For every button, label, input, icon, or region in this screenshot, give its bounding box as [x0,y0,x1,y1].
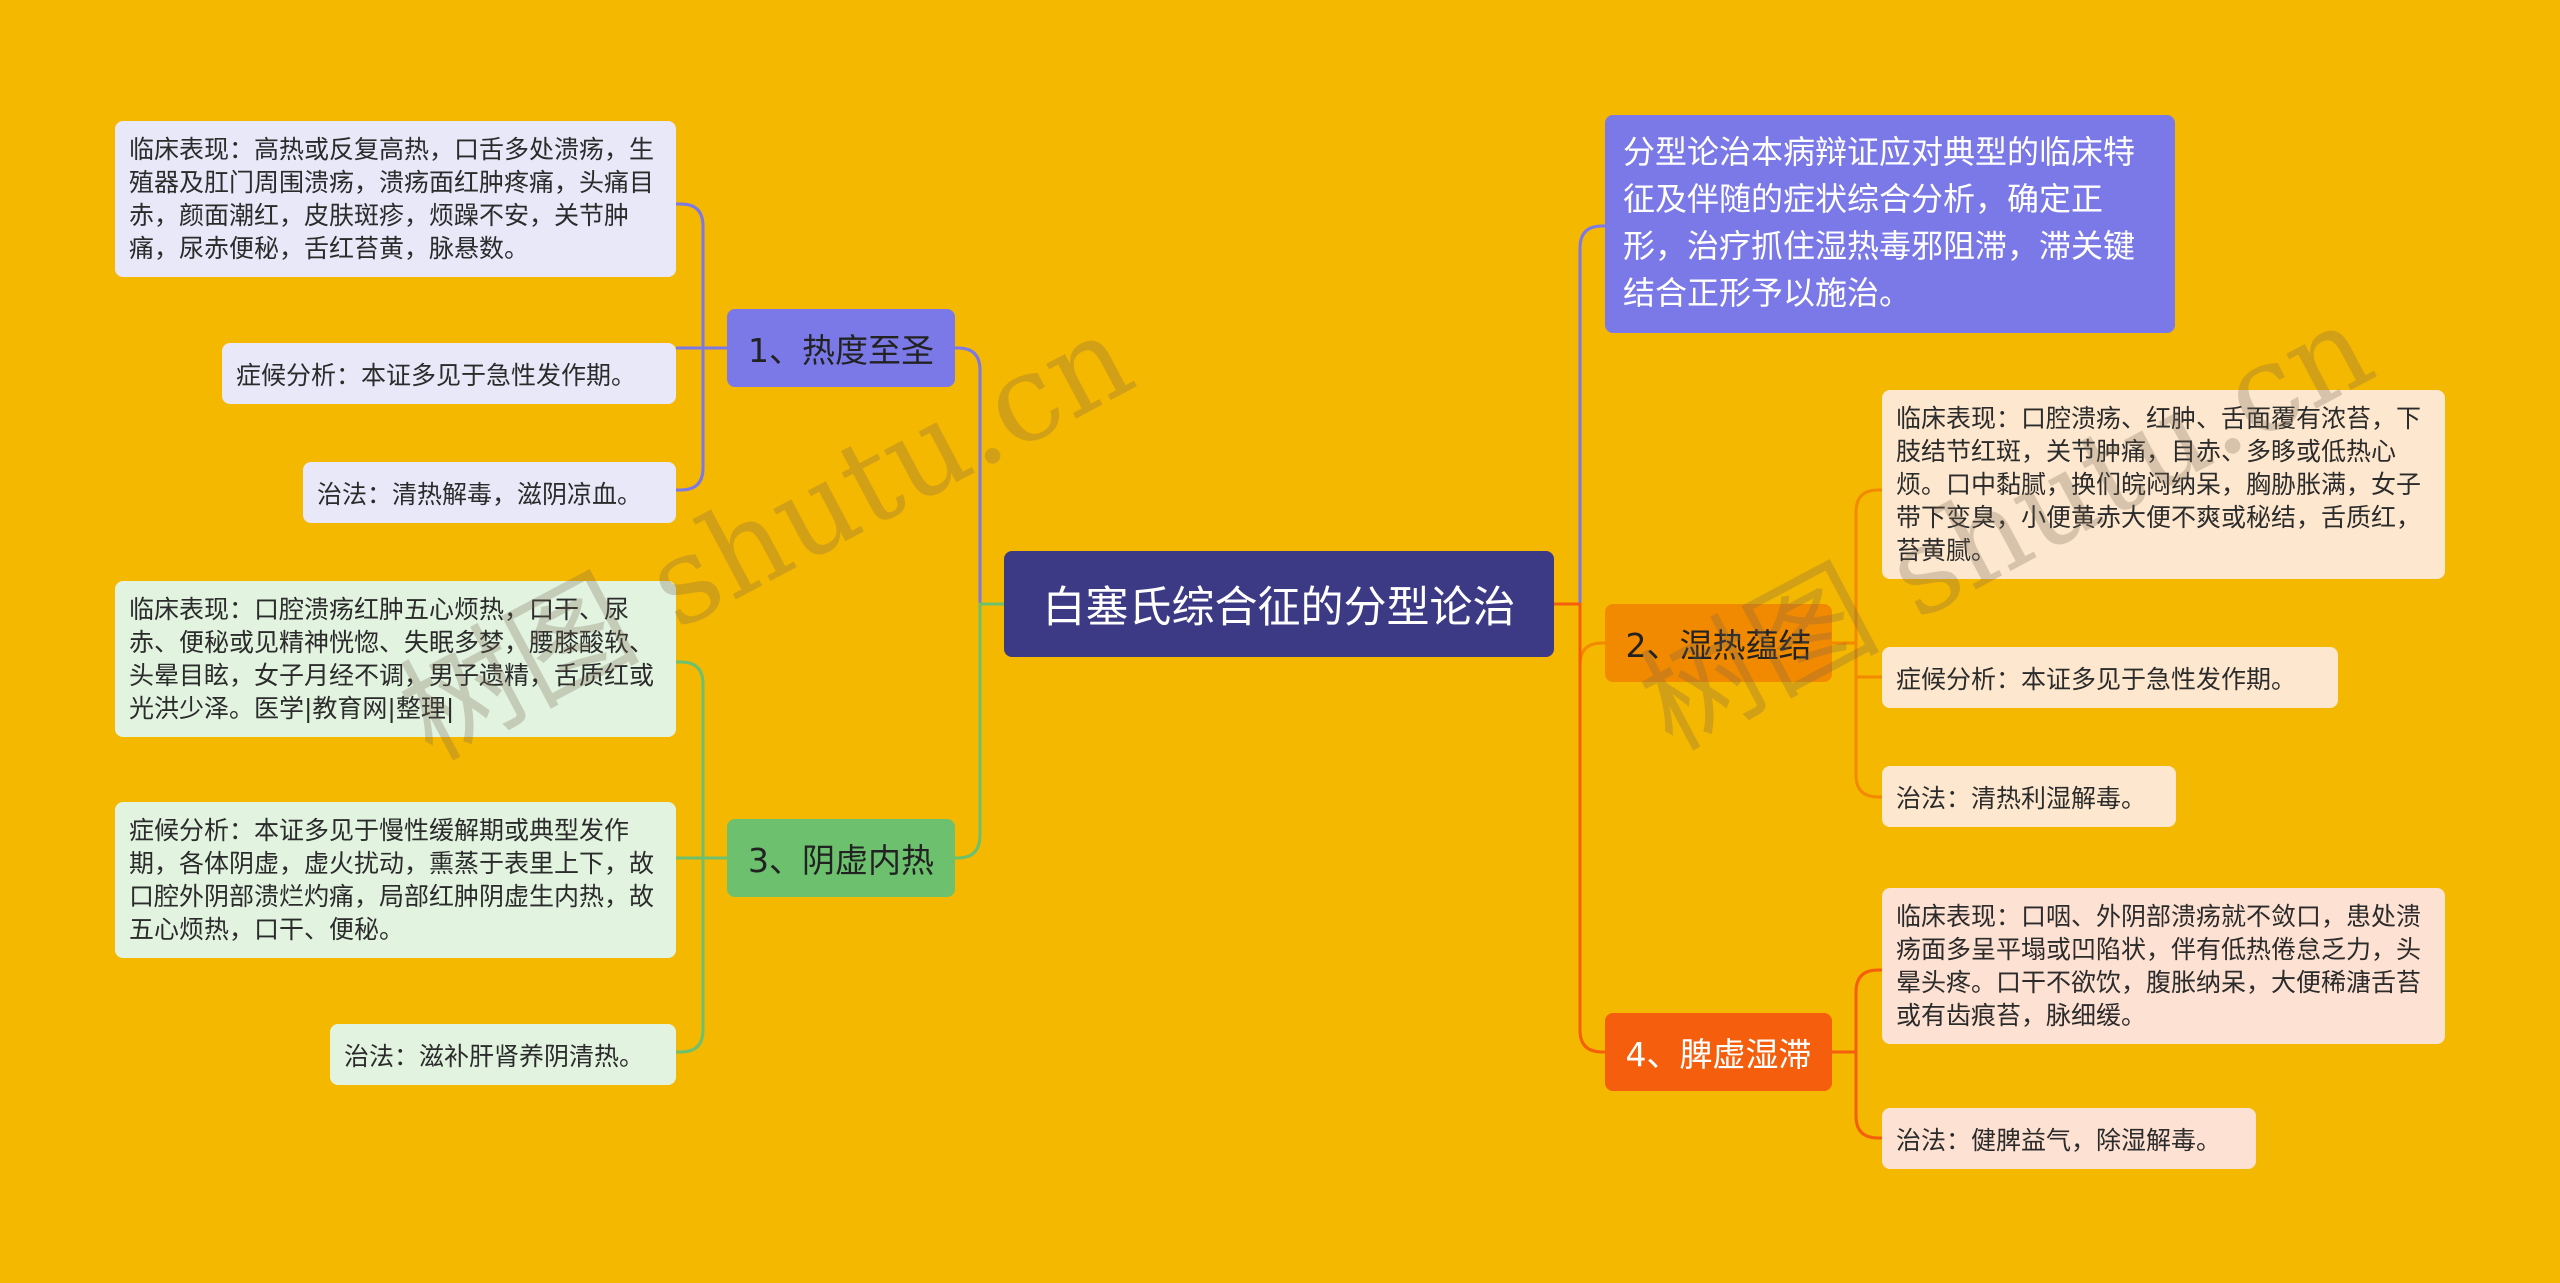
branch-3-leaf-clinical[interactable]: 临床表现：口腔溃疡红肿五心烦热，口干、尿赤、便秘或见精神恍惚、失眠多梦，腰膝酸软… [115,581,676,737]
leaf-text: 临床表现：口腔溃疡、红肿、舌面覆有浓苔，下肢结节红斑，关节肿痛，目赤、多眵或低热… [1896,404,2422,565]
branch-4-leaf-clinical[interactable]: 临床表现：口咽、外阴部溃疡就不敛口，患处溃疡面多呈平塌或凹陷状，伴有低热倦怠乏力… [1882,888,2445,1044]
root-topic[interactable]: 白塞氏综合征的分型论治 [1004,551,1554,657]
connector-branch1-leaves [676,202,727,492]
intro-node[interactable]: 分型论治本病辩证应对典型的临床特征及伴随的症状综合分析，确定正形，治疗抓住湿热毒… [1605,115,2175,333]
branch-1-leaf-clinical[interactable]: 临床表现：高热或反复高热，口舌多处溃疡，生殖器及肛门周围溃疡，溃疡面红肿疼痛，头… [115,121,676,277]
branch-4-label: 4、脾虚湿滞 [1625,1035,1812,1074]
leaf-text: 治法：清热解毒，滋阴凉血。 [317,480,643,509]
branch-1-label: 1、热度至圣 [748,331,934,370]
branch-2-leaf-analysis[interactable]: 症候分析：本证多见于急性发作期。 [1882,647,2338,708]
connector-branch4-leaves [1832,968,1882,1140]
branch-2[interactable]: 2、湿热蕴结 [1605,604,1832,682]
leaf-text: 临床表现：高热或反复高热，口舌多处溃疡，生殖器及肛门周围溃疡，溃疡面红肿疼痛，头… [129,135,655,263]
connector-root-branch3 [955,602,1004,860]
leaf-text: 症候分析：本证多见于急性发作期。 [1896,665,2297,694]
branch-1-leaf-analysis[interactable]: 症候分析：本证多见于急性发作期。 [222,343,676,404]
connector-branch3-leaves [676,660,727,1054]
leaf-text: 临床表现：口腔溃疡红肿五心烦热，口干、尿赤、便秘或见精神恍惚、失眠多梦，腰膝酸软… [129,595,655,723]
branch-3-leaf-analysis[interactable]: 症候分析：本证多见于慢性缓解期或典型发作期，各体阴虚，虚火扰动，熏蒸于表里上下，… [115,802,676,958]
branch-1[interactable]: 1、热度至圣 [727,309,955,387]
branch-3[interactable]: 3、阴虚内热 [727,819,955,897]
branch-1-leaf-treatment[interactable]: 治法：清热解毒，滋阴凉血。 [303,462,676,523]
connector-root-intro [1554,224,1605,606]
leaf-text: 治法：滋补肝肾养阴清热。 [344,1042,645,1071]
branch-2-leaf-clinical[interactable]: 临床表现：口腔溃疡、红肿、舌面覆有浓苔，下肢结节红斑，关节肿痛，目赤、多眵或低热… [1882,390,2445,579]
branch-3-leaf-treatment[interactable]: 治法：滋补肝肾养阴清热。 [330,1024,676,1085]
branch-2-label: 2、湿热蕴结 [1625,626,1812,665]
connector-root-branch4 [1554,602,1605,1054]
connector-root-branch1 [955,346,1004,606]
branch-4[interactable]: 4、脾虚湿滞 [1605,1013,1832,1091]
branch-3-label: 3、阴虚内热 [748,841,934,880]
leaf-text: 临床表现：口咽、外阴部溃疡就不敛口，患处溃疡面多呈平塌或凹陷状，伴有低热倦怠乏力… [1896,902,2422,1030]
connector-branch2-leaves [1832,488,1882,799]
branch-2-leaf-treatment[interactable]: 治法：清热利湿解毒。 [1882,766,2176,827]
leaf-text: 治法：健脾益气，除湿解毒。 [1896,1126,2222,1155]
branch-4-leaf-treatment[interactable]: 治法：健脾益气，除湿解毒。 [1882,1108,2256,1169]
intro-text: 分型论治本病辩证应对典型的临床特征及伴随的症状综合分析，确定正形，治疗抓住湿热毒… [1623,133,2136,312]
leaf-text: 症候分析：本证多见于急性发作期。 [236,361,637,390]
leaf-text: 治法：清热利湿解毒。 [1896,784,2147,813]
leaf-text: 症候分析：本证多见于慢性缓解期或典型发作期，各体阴虚，虚火扰动，熏蒸于表里上下，… [129,816,655,944]
